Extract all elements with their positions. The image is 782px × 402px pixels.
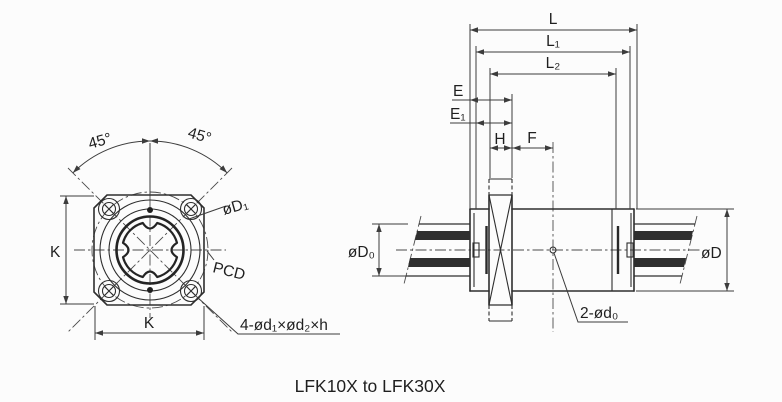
label-pilot-diameter: øD₁	[220, 195, 250, 218]
leader-line-oil-holes	[553, 252, 628, 323]
bolt-hole-top-left	[97, 197, 121, 221]
leader-line-mounting-holes	[196, 296, 340, 335]
left-seal	[472, 242, 480, 258]
dimension-E1: E₁	[450, 106, 512, 126]
bolt-cross-icon	[104, 286, 114, 296]
leader-line-d1	[188, 205, 227, 220]
bolt-hole-bottom-left	[97, 279, 121, 303]
bolt-bore	[183, 201, 199, 217]
flange-side	[488, 178, 513, 322]
length-dimension-L2: L₂	[490, 55, 616, 77]
label-k-vertical: K	[50, 244, 61, 261]
angle-arc-left	[72, 138, 151, 174]
oil-hole	[549, 246, 557, 254]
shaft-shading-band	[634, 231, 693, 240]
bolt-counterbore	[97, 279, 121, 303]
label-L: L	[549, 11, 558, 28]
side-extension-lines	[372, 24, 734, 292]
leader-line-pcd	[206, 250, 215, 261]
shaft-right	[634, 223, 695, 277]
label-H: H	[494, 131, 505, 148]
label-angle-left: 45°	[86, 130, 113, 153]
label-E: E	[453, 83, 463, 100]
oil-hole-dot-top	[147, 207, 153, 213]
label-oil-holes: 2-ød₀	[580, 305, 618, 322]
k-vertical-dimension: K	[50, 195, 94, 305]
shaft-shading-band	[634, 258, 686, 267]
shaft-shading-band	[408, 258, 470, 267]
bolt-bore	[101, 283, 117, 299]
pitch-circle	[91, 191, 209, 309]
side-centerlines	[396, 142, 702, 332]
drawing-title: LFK10X to LFK30X	[295, 376, 446, 396]
bolt-counterbore	[97, 197, 121, 221]
length-dimension-L: L	[470, 11, 637, 33]
bolt-bore	[101, 201, 117, 217]
angle-arc-right	[149, 138, 228, 174]
bolt-cross-icon	[186, 204, 196, 214]
label-mounting-holes: 4-ød₁×ød₂×h	[240, 317, 328, 334]
right-seal	[626, 242, 634, 258]
shaft-shading-band	[415, 231, 470, 240]
dimension-D0: øD₀	[348, 224, 382, 276]
housing-body	[469, 208, 635, 292]
dimension-E: E	[452, 83, 512, 103]
bushing-outer-ring	[115, 215, 185, 285]
pilot-boss-circle	[99, 199, 201, 301]
bolt-hole-bottom-right	[179, 279, 203, 303]
label-L1: L₁	[546, 33, 560, 50]
flange-cross-icon	[488, 194, 513, 306]
side-view: L L₁ L₂ E E₁ H F øD₀	[348, 11, 734, 332]
oil-hole-dot-bottom	[147, 287, 153, 293]
dimension-F: F	[512, 130, 553, 151]
label-k-horizontal: K	[144, 315, 155, 332]
bore-profile	[121, 221, 179, 279]
label-D0: øD₀	[348, 244, 375, 261]
bolt-hole-top-right	[179, 197, 203, 221]
dimension-H: H	[490, 131, 512, 151]
bolt-cross-icon	[104, 204, 114, 214]
oil-hole-callout: 2-ød₀	[553, 252, 628, 323]
shaft-left	[406, 223, 470, 277]
dimension-D: øD	[701, 209, 730, 291]
bolt-counterbore	[179, 279, 203, 303]
bolt-counterbore	[179, 197, 203, 221]
bolt-cross-icon	[186, 286, 196, 296]
front-view: 45° 45° K K øD₁ PCD 4-ød₁×ød₂×h	[50, 125, 340, 340]
label-E1: E₁	[450, 106, 466, 123]
k-horizontal-dimension: K	[94, 306, 205, 340]
bolt-bore	[183, 283, 199, 299]
label-D: øD	[701, 245, 722, 262]
label-pitch-circle: PCD	[211, 259, 247, 283]
front-callouts: øD₁ PCD 4-ød₁×ød₂×h	[188, 195, 340, 335]
length-dimension-L1: L₁	[476, 33, 630, 55]
label-angle-right: 45°	[186, 125, 213, 148]
label-F: F	[527, 130, 536, 147]
shaft-break-line-right	[679, 215, 698, 285]
angle-dimension: 45° 45°	[72, 125, 228, 196]
label-L2: L₂	[546, 55, 561, 72]
shaft-break-line-left	[403, 215, 422, 285]
